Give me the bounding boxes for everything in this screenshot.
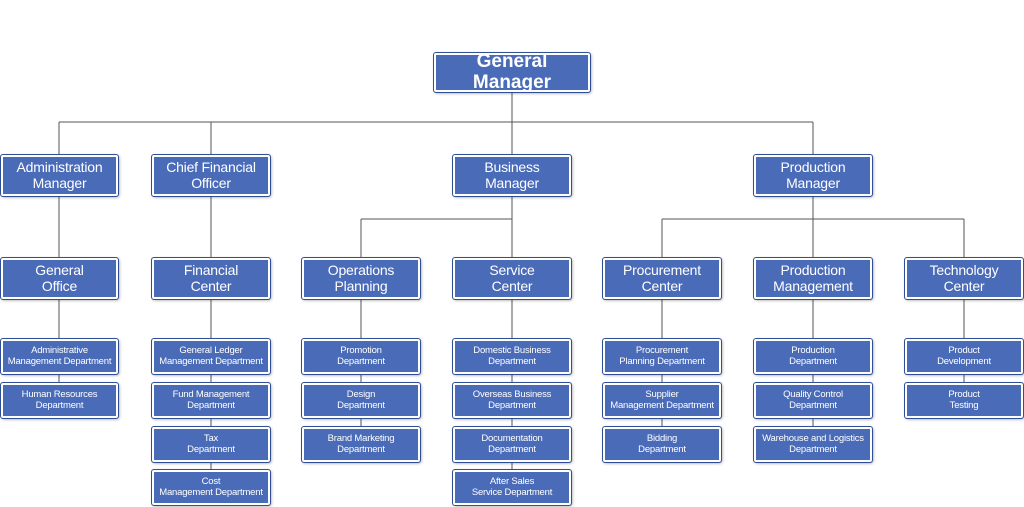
administrative-management-department-node: Administrative Management Department — [0, 338, 119, 375]
production-manager-node: Production Manager — [753, 154, 873, 197]
general-ledger-management-department-node: General Ledger Management Department — [151, 338, 271, 375]
operations-planning-node: Operations Planning — [301, 257, 421, 300]
financial-center-node: Financial Center — [151, 257, 271, 300]
general-office-node: General Office — [0, 257, 119, 300]
quality-control-department-node: Quality Control Department — [753, 382, 873, 419]
supplier-management-department-node: Supplier Management Department — [602, 382, 722, 419]
service-center-node: Service Center — [452, 257, 572, 300]
tax-department-node: Tax Department — [151, 426, 271, 463]
warehouse-logistics-department-node: Warehouse and Logistics Department — [753, 426, 873, 463]
administration-manager-node: Administration Manager — [0, 154, 119, 197]
production-department-node: Production Department — [753, 338, 873, 375]
fund-management-department-node: Fund Management Department — [151, 382, 271, 419]
bidding-department-node: Bidding Department — [602, 426, 722, 463]
brand-marketing-department-node: Brand Marketing Department — [301, 426, 421, 463]
product-testing-node: Product Testing — [904, 382, 1024, 419]
overseas-business-department-node: Overseas Business Department — [452, 382, 572, 419]
procurement-planning-department-node: Procurement Planning Department — [602, 338, 722, 375]
after-sales-service-department-node: After Sales Service Department — [452, 469, 572, 506]
domestic-business-department-node: Domestic Business Department — [452, 338, 572, 375]
cost-management-department-node: Cost Management Department — [151, 469, 271, 506]
promotion-department-node: Promotion Department — [301, 338, 421, 375]
procurement-center-node: Procurement Center — [602, 257, 722, 300]
technology-center-node: Technology Center — [904, 257, 1024, 300]
production-management-node: Production Management — [753, 257, 873, 300]
documentation-department-node: Documentation Department — [452, 426, 572, 463]
human-resources-department-node: Human Resources Department — [0, 382, 119, 419]
general-manager-node: General Manager — [433, 51, 591, 93]
business-manager-node: Business Manager — [452, 154, 572, 197]
product-development-node: Product Development — [904, 338, 1024, 375]
chief-financial-officer-node: Chief Financial Officer — [151, 154, 271, 197]
design-department-node: Design Department — [301, 382, 421, 419]
